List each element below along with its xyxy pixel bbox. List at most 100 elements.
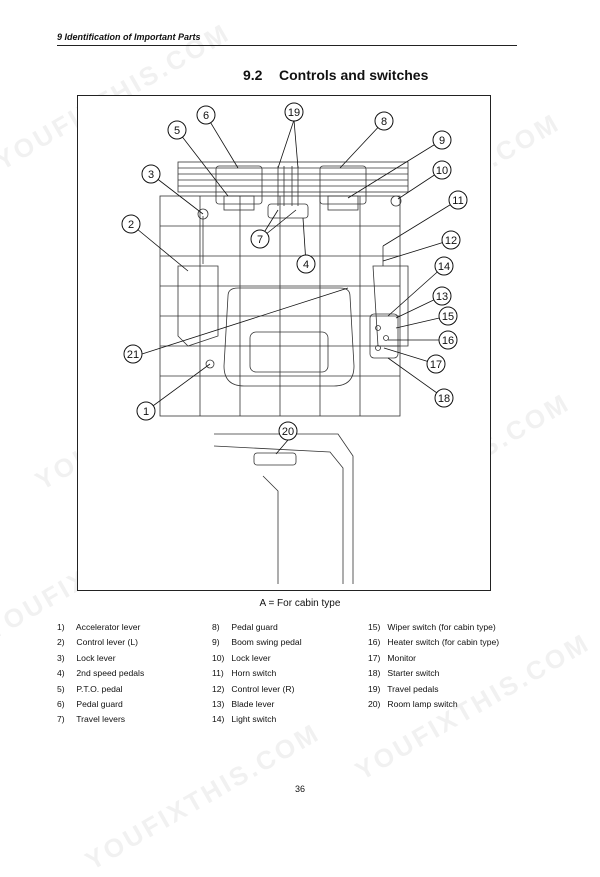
legend-item: 3) Lock lever xyxy=(57,652,116,663)
legend-item: 8) Pedal guard xyxy=(212,622,278,632)
watermark-text: YOUFIXTHIS.COM xyxy=(80,717,326,876)
callout-16: 16 xyxy=(438,330,458,350)
switch-knob xyxy=(383,335,389,341)
section-title-text: Controls and switches xyxy=(279,67,429,83)
legend-item: 17) Monitor xyxy=(368,652,417,663)
legend-item: 15) Wiper switch (for cabin type) xyxy=(368,622,496,632)
legend-item: 5) P.T.O. pedal xyxy=(57,683,123,694)
accelerator-lever-knob xyxy=(205,359,215,369)
legend-item: 4) 2nd speed pedals xyxy=(57,668,145,679)
callout-14: 14 xyxy=(434,256,454,276)
callout-1: 1 xyxy=(136,401,156,421)
legend-item: 2) Control lever (L) xyxy=(57,637,138,648)
svg-text:20: 20 xyxy=(282,426,294,438)
svg-text:1: 1 xyxy=(143,406,149,418)
figure-caption: A = For cabin type xyxy=(259,598,341,609)
section-title: 9.2 Controls and switches xyxy=(243,67,428,83)
svg-text:19: 19 xyxy=(288,107,300,119)
travel-pedal-base xyxy=(267,203,309,219)
svg-text:16: 16 xyxy=(442,335,454,347)
svg-text:10: 10 xyxy=(436,165,448,177)
svg-text:14: 14 xyxy=(438,261,450,273)
legend-item: 11) Horn switch xyxy=(212,668,277,679)
switch-knob xyxy=(375,345,381,351)
cab-drawing: 1 2 3 4 5 6 7 8 9 10 11 12 13 14 15 16 1… xyxy=(121,102,468,584)
svg-text:15: 15 xyxy=(442,311,454,323)
legend-item: 1) Accelerator lever xyxy=(57,622,141,632)
callout-7: 7 xyxy=(250,229,270,249)
svg-text:11: 11 xyxy=(452,195,463,207)
callout-12: 12 xyxy=(441,230,461,250)
callout-6: 6 xyxy=(196,105,216,125)
svg-text:9: 9 xyxy=(439,135,445,147)
legend-item: 12) Control lever (R) xyxy=(212,683,295,694)
callout-18: 18 xyxy=(434,388,454,408)
switch-panel xyxy=(369,313,399,359)
legend-item: 14) Light switch xyxy=(212,714,277,725)
callout-2: 2 xyxy=(121,214,141,234)
right-console xyxy=(372,265,409,347)
legend-item: 18) Starter switch xyxy=(368,668,440,679)
svg-text:4: 4 xyxy=(303,259,309,271)
callout-4: 4 xyxy=(296,254,316,274)
seat-cushion xyxy=(249,331,329,373)
page-number: 36 xyxy=(294,784,305,794)
chapter-header: 9 Identification of Important Parts xyxy=(57,32,201,42)
pedal-guard-left xyxy=(215,165,263,205)
left-console xyxy=(177,265,219,347)
lock-lever-left-knob xyxy=(197,208,209,220)
callout-21: 21 xyxy=(123,344,143,364)
controls-diagram: 1 2 3 4 5 6 7 8 9 10 11 12 13 14 15 16 1… xyxy=(77,95,491,591)
callout-20: 20 xyxy=(278,421,298,441)
svg-text:21: 21 xyxy=(127,349,139,361)
legend-item: 7) Travel levers xyxy=(57,714,126,725)
legend-item: 20) Room lamp switch xyxy=(368,699,458,710)
svg-text:18: 18 xyxy=(438,393,450,405)
leader-lines xyxy=(130,114,459,455)
callout-5: 5 xyxy=(167,120,187,140)
lock-lever-right-knob xyxy=(390,195,402,207)
legend-column-2: 8) Pedal guard 9) Boom swing pedal 10) L… xyxy=(212,620,302,728)
callout-15: 15 xyxy=(438,306,458,326)
callout-19: 19 xyxy=(284,102,304,122)
callout-10: 10 xyxy=(432,160,452,180)
room-lamp xyxy=(253,452,297,466)
svg-text:3: 3 xyxy=(148,169,154,181)
svg-text:12: 12 xyxy=(445,235,457,247)
legend-item: 9) Boom swing pedal xyxy=(212,637,302,648)
legend-column-3: 15) Wiper switch (for cabin type) 16) He… xyxy=(368,620,499,712)
cabin-roof-line xyxy=(214,433,354,584)
legend-item: 16) Heater switch (for cabin type) xyxy=(368,637,500,648)
svg-text:5: 5 xyxy=(174,125,180,137)
callout-9: 9 xyxy=(432,130,452,150)
grille-slats xyxy=(178,167,408,187)
svg-text:6: 6 xyxy=(203,110,209,122)
callout-11: 11 xyxy=(448,190,468,210)
callout-3: 3 xyxy=(141,164,161,184)
section-number: 9.2 xyxy=(243,67,263,83)
callout-13: 13 xyxy=(432,286,452,306)
legend-column-1: 1) Accelerator lever 2) Control lever (L… xyxy=(57,620,144,728)
cabin-pillar xyxy=(262,475,279,584)
svg-text:2: 2 xyxy=(128,219,134,231)
svg-text:7: 7 xyxy=(257,234,263,246)
legend-item: 10) Lock lever xyxy=(212,652,271,663)
svg-text:13: 13 xyxy=(436,291,448,303)
floor-grid xyxy=(160,196,400,416)
legend-item: 13) Blade lever xyxy=(212,699,275,710)
callout-8: 8 xyxy=(374,111,394,131)
header-divider xyxy=(57,45,517,46)
travel-levers xyxy=(277,166,299,206)
front-grille xyxy=(177,161,409,193)
legend-item: 6) Pedal guard xyxy=(57,699,123,710)
pto-pedal xyxy=(223,195,255,211)
legend-item: 19) Travel pedals xyxy=(368,683,439,694)
switch-knob xyxy=(375,325,381,331)
boom-swing-pedal xyxy=(327,195,359,211)
operator-seat xyxy=(223,287,355,387)
pedal-guard-right xyxy=(319,165,367,205)
svg-text:17: 17 xyxy=(430,359,442,371)
cabin-roof-inner xyxy=(213,445,344,584)
callout-17: 17 xyxy=(426,354,446,374)
svg-text:8: 8 xyxy=(381,116,387,128)
